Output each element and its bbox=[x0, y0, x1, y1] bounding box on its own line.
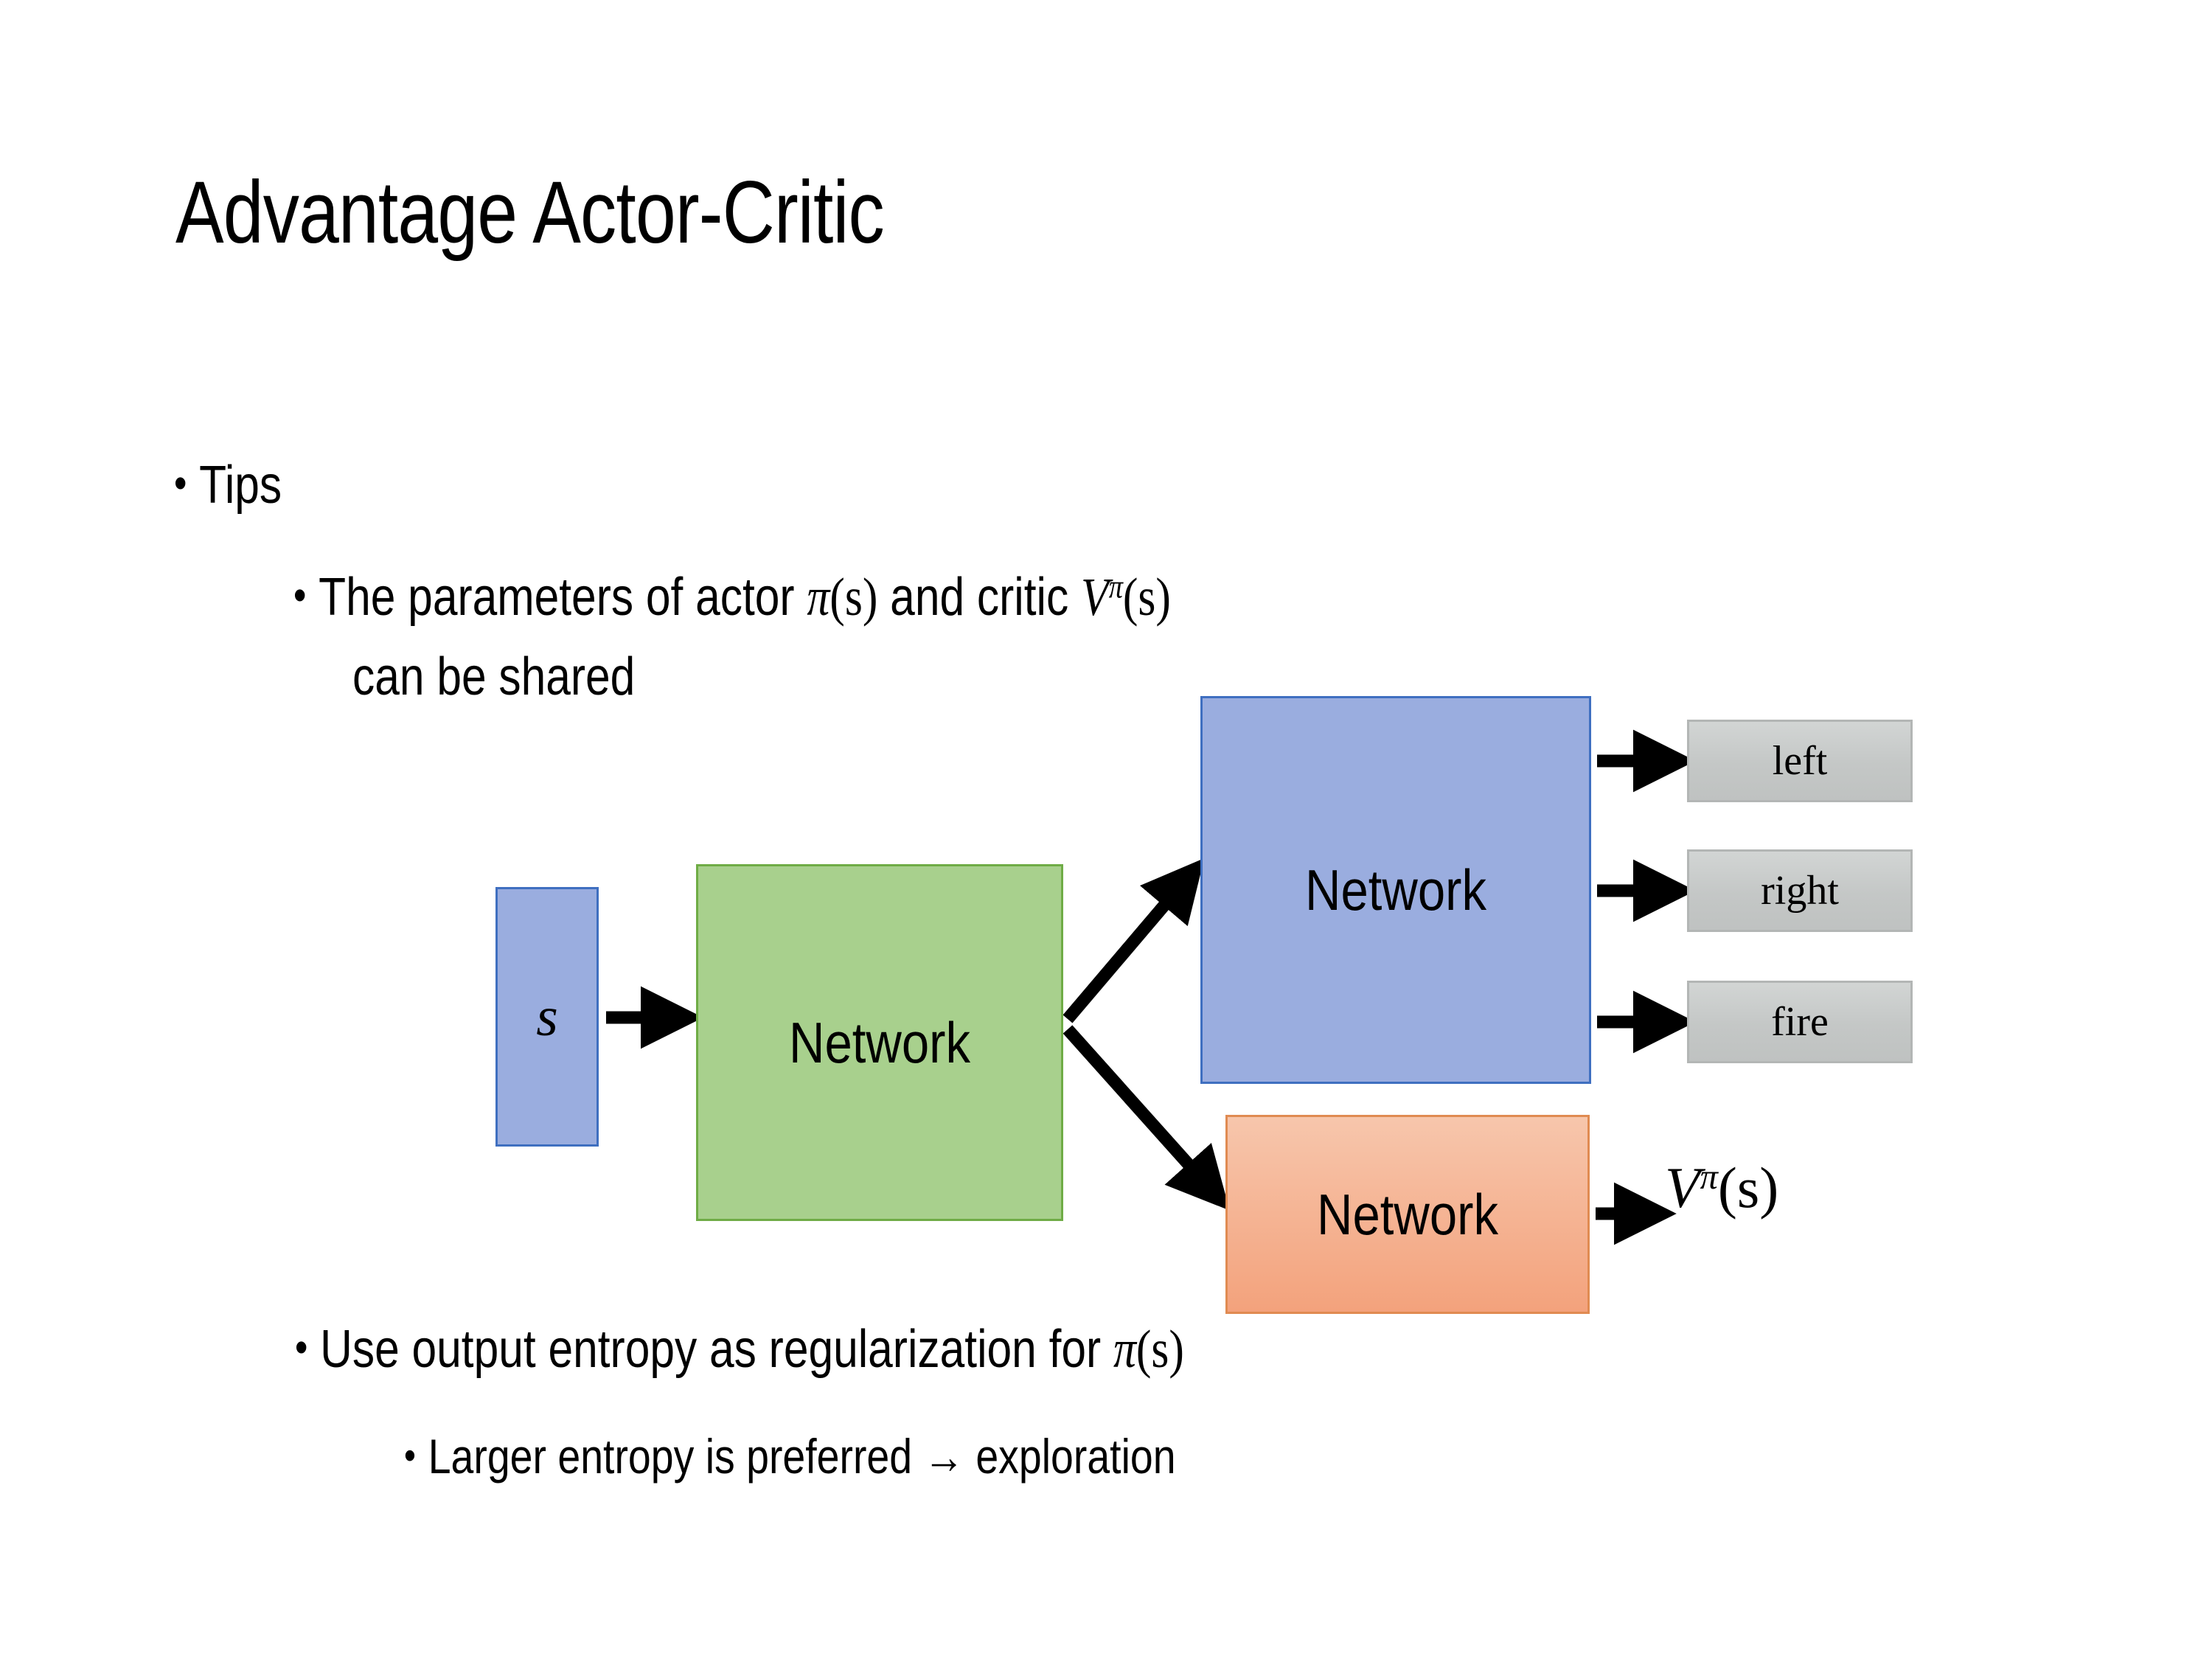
bullet-tips: •Tips bbox=[174, 456, 282, 515]
bullet-glyph-icon: • bbox=[404, 1433, 416, 1478]
bullet-larger-entropy: • Larger entropy is preferred → explorati… bbox=[404, 1430, 1176, 1483]
pi-glyph: π bbox=[1113, 1319, 1136, 1379]
pi-glyph: π bbox=[807, 567, 830, 627]
critic-arg: (s) bbox=[1122, 567, 1171, 627]
action-label-left: left bbox=[1772, 738, 1828, 784]
bullet-parameters-mid: and critic bbox=[877, 568, 1082, 627]
bullet-parameters-pre: The parameters of actor bbox=[319, 568, 807, 627]
actor-network-label: Network bbox=[1304, 857, 1487, 922]
entropy-policy-symbol: π(s) bbox=[1113, 1319, 1184, 1379]
value-output-label: Vπ(s) bbox=[1665, 1155, 1778, 1221]
action-output-fire: fire bbox=[1687, 981, 1913, 1063]
actor-arg: (s) bbox=[830, 567, 878, 627]
action-output-right: right bbox=[1687, 849, 1913, 932]
action-output-left: left bbox=[1687, 720, 1913, 802]
state-input-box: s bbox=[495, 887, 599, 1147]
state-label: s bbox=[536, 985, 558, 1048]
entropy-arg: (s) bbox=[1135, 1319, 1184, 1379]
bullet-shared-label: can be shared bbox=[352, 647, 636, 706]
critic-network-label: Network bbox=[1316, 1181, 1499, 1247]
bullet-entropy: •Use output entropy as regularization fo… bbox=[295, 1320, 1184, 1379]
bullet-larger-label: Larger entropy is preferred → exploratio… bbox=[428, 1429, 1176, 1484]
bullet-tips-label: Tips bbox=[199, 456, 282, 515]
shared-network-box: Network bbox=[696, 864, 1063, 1221]
value-argument: (s) bbox=[1717, 1155, 1779, 1220]
bullet-parameters-line1: •The parameters of actor π(s) and critic… bbox=[293, 568, 1171, 627]
action-label-right: right bbox=[1761, 868, 1839, 914]
v-glyph: V bbox=[1081, 567, 1109, 627]
arrow-shared-to-critic bbox=[1062, 1025, 1230, 1211]
shared-network-label: Network bbox=[788, 1009, 971, 1075]
bullet-parameters-line2: can be shared bbox=[352, 647, 636, 706]
value-superscript-pi: π bbox=[1700, 1157, 1718, 1197]
actor-network-box: Network bbox=[1200, 696, 1591, 1084]
critic-network-box: Network bbox=[1225, 1115, 1590, 1314]
arrow-shared-to-actor bbox=[1062, 858, 1205, 1023]
action-label-fire: fire bbox=[1771, 999, 1829, 1045]
bullet-glyph-icon: • bbox=[295, 1322, 308, 1371]
actor-policy-symbol: π(s) bbox=[807, 567, 877, 627]
value-v-glyph: V bbox=[1665, 1155, 1700, 1220]
bullet-glyph-icon: • bbox=[174, 458, 187, 507]
bullet-entropy-pre: Use output entropy as regularization for bbox=[320, 1320, 1113, 1379]
v-superscript-pi: π bbox=[1108, 567, 1123, 605]
bullet-glyph-icon: • bbox=[293, 570, 307, 619]
page-title: Advantage Actor-Critic bbox=[175, 163, 885, 262]
critic-value-symbol: Vπ(s) bbox=[1081, 567, 1171, 627]
